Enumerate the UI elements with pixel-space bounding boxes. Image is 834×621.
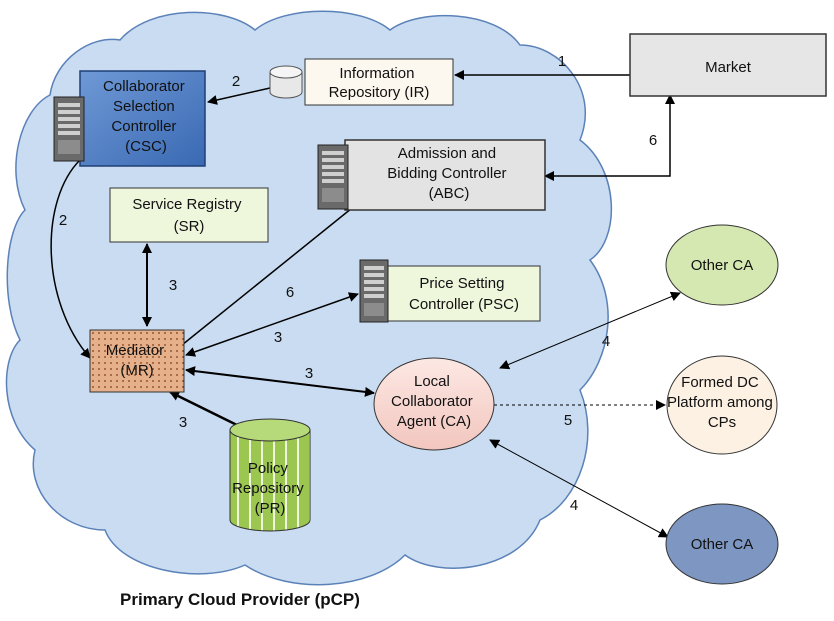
formed-dc-label: Formed DC Platform among CPs [667, 374, 777, 431]
edge-label-market-ir: 1 [558, 53, 566, 70]
mr-label: Mediator (MR) [106, 342, 169, 379]
edge-ir-csc [207, 87, 271, 105]
edge-label-ca-other-top: 4 [602, 333, 610, 350]
market-label: Market [705, 59, 752, 76]
local-ca-node: Local Collaborator Agent (CA) [373, 357, 495, 451]
other-ca-bottom-label: Other CA [691, 536, 754, 553]
edge-mr-psc [185, 292, 359, 357]
sr-label: Service Registry (SR) [132, 196, 245, 235]
server-icon [359, 259, 389, 323]
pr-label: Policy Repository (PR) [232, 460, 308, 517]
edge-label-csc-mr: 2 [59, 212, 67, 229]
edge-label-mr-pr: 3 [179, 414, 187, 431]
other-ca-bottom-node: Other CA [665, 503, 779, 585]
server-icon [317, 144, 349, 210]
server-icon [53, 96, 85, 162]
database-icon [269, 65, 303, 99]
ir-label: Information Repository (IR) [329, 65, 430, 101]
other-ca-top-node: Other CA [665, 224, 779, 306]
edge-label-mr-ca: 3 [305, 365, 313, 382]
edge-label-mr-psc: 3 [274, 329, 282, 346]
ca-label: Local Collaborator Agent (CA) [391, 373, 477, 430]
policy-repository-node: Policy Repository (PR) [229, 418, 311, 532]
formed-dc-node: Formed DC Platform among CPs [666, 355, 778, 455]
edge-label-ca-other-bottom: 4 [570, 497, 578, 514]
market-node: Market [629, 33, 827, 97]
edge-label-ca-formed: 5 [564, 412, 572, 429]
abc-label: Admission and Bidding Controller (ABC) [387, 145, 510, 202]
edge-ca-other-top [499, 291, 681, 370]
mediator-node: Mediator (MR) [89, 329, 185, 393]
service-registry-node: Service Registry (SR) [109, 187, 269, 243]
csc-node: Collaborator Selection Controller (CSC) [53, 70, 206, 167]
psc-node: Price Setting Controller (PSC) [359, 259, 541, 323]
other-ca-top-label: Other CA [691, 257, 754, 274]
csc-label: Collaborator Selection Controller (CSC) [103, 78, 189, 155]
abc-node: Admission and Bidding Controller (ABC) [317, 139, 546, 211]
edge-label-mr-abc: 6 [286, 284, 294, 301]
edge-mr-pr [169, 390, 248, 432]
diagram-caption: Primary Cloud Provider (pCP) [120, 590, 360, 609]
edge-label-sr-mr: 3 [169, 277, 177, 294]
edge-csc-mr [50, 159, 91, 359]
edge-ca-other-bottom [489, 439, 669, 538]
psc-label: Price Setting Controller (PSC) [409, 275, 519, 313]
edge-market-abc [544, 94, 675, 181]
edge-label-ir-csc: 2 [232, 73, 240, 90]
information-repository-node: Information Repository (IR) [269, 58, 454, 106]
edge-mr-ca [185, 366, 375, 397]
edge-label-market-abc: 6 [649, 132, 657, 149]
